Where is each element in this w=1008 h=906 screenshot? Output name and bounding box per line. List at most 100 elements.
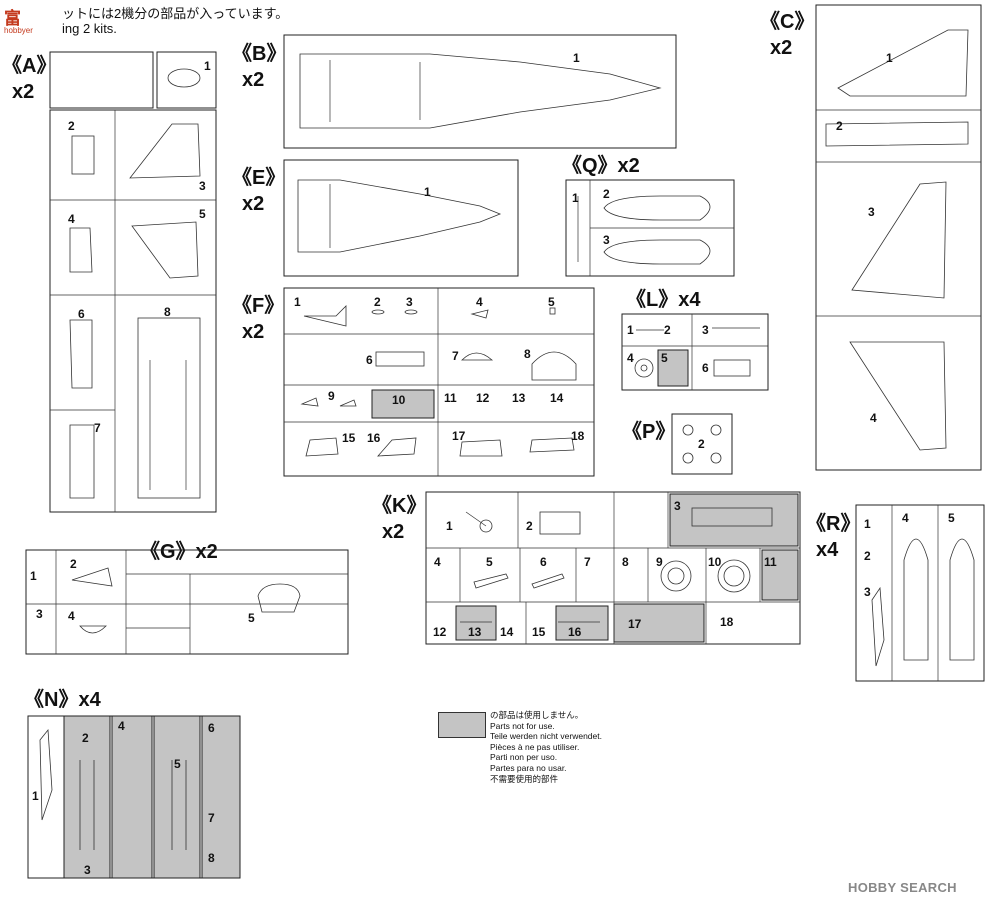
sprue-n-label: 《N》x4 xyxy=(24,688,102,711)
legend-line-es: Partes para no usar. xyxy=(490,762,567,773)
sprue-r-qty: x4 xyxy=(816,539,839,561)
part-a-2: 2 xyxy=(68,119,75,133)
part-l-6: 6 xyxy=(702,361,709,375)
part-k-4: 4 xyxy=(434,555,441,569)
sprue-g: 《G》x2 1 2 3 4 5 xyxy=(25,540,349,655)
part-k-10: 10 xyxy=(708,555,722,569)
legend-line-it: Parti non per uso. xyxy=(490,752,558,763)
part-q-2: 2 xyxy=(603,187,610,201)
sprue-l-label: 《L》x4 xyxy=(626,288,701,311)
part-f-6: 6 xyxy=(366,353,373,367)
part-c-4: 4 xyxy=(870,411,877,425)
part-k-11: 11 xyxy=(764,555,777,569)
part-a-8: 8 xyxy=(164,305,171,319)
sprue-r-label: 《R》 xyxy=(806,512,860,535)
sprue-g-label: 《G》x2 xyxy=(140,540,218,563)
sprue-k: 《K》 x2 1 2 3 4 xyxy=(372,491,801,645)
unused-swatch xyxy=(438,712,486,738)
part-a-3: 3 xyxy=(199,179,206,193)
part-n-8: 8 xyxy=(208,851,215,865)
sprue-a-qty: x2 xyxy=(12,81,34,103)
legend-line-de: Teile werden nicht verwendet. xyxy=(490,731,602,742)
part-q-1: 1 xyxy=(572,191,579,205)
part-l-3: 3 xyxy=(702,323,709,337)
part-f-5: 5 xyxy=(548,295,555,309)
part-k-15: 15 xyxy=(532,625,546,639)
legend-line-fr: Pièces à ne pas utiliser. xyxy=(490,741,580,752)
sprue-b: 《B》 x2 1 xyxy=(232,34,677,149)
part-r-5: 5 xyxy=(948,511,955,525)
part-f-11: 11 xyxy=(444,391,457,405)
part-k-1: 1 xyxy=(446,519,453,533)
part-g-2: 2 xyxy=(70,557,77,571)
part-f-16: 16 xyxy=(367,431,381,445)
header-line-1: ットには2機分の部品が入っています。 xyxy=(62,6,289,21)
part-n-2: 2 xyxy=(82,731,89,745)
sprue-e: 《E》 x2 1 xyxy=(232,159,519,277)
part-r-4: 4 xyxy=(902,511,909,525)
sprue-q: 《Q》x2 1 2 3 xyxy=(562,154,735,277)
part-f-9: 9 xyxy=(328,389,335,403)
part-k-16: 16 xyxy=(568,625,582,639)
part-f-14: 14 xyxy=(550,391,564,405)
sprue-f-label: 《F》 xyxy=(232,294,284,317)
part-f-4: 4 xyxy=(476,295,483,309)
sprue-p: 《P》 2 xyxy=(622,413,733,475)
part-r-3: 3 xyxy=(864,585,871,599)
legend-line-ja: の部品は使用しません。 xyxy=(490,710,584,720)
part-k-9: 9 xyxy=(656,555,663,569)
sprue-b-label: 《B》 xyxy=(232,42,286,65)
part-f-17: 17 xyxy=(452,429,466,443)
part-r-1: 1 xyxy=(864,517,871,531)
header-note: ットには2機分の部品が入っています。 ing 2 kits. xyxy=(22,6,288,36)
part-k-12: 12 xyxy=(433,625,447,639)
part-g-3: 3 xyxy=(36,607,43,621)
sprue-b-qty: x2 xyxy=(242,69,264,91)
sprue-n: 《N》x4 1 2 3 4 5 6 7 8 xyxy=(24,688,241,879)
part-k-7: 7 xyxy=(584,555,591,569)
part-g-4: 4 xyxy=(68,609,75,623)
sprue-c-label: 《C》 xyxy=(760,10,814,33)
part-f-18: 18 xyxy=(571,429,585,443)
part-f-12: 12 xyxy=(476,391,490,405)
part-g-1: 1 xyxy=(30,569,37,583)
part-c-2: 2 xyxy=(836,119,843,133)
part-n-4: 4 xyxy=(118,719,125,733)
part-e-1: 1 xyxy=(424,185,431,199)
part-k-8: 8 xyxy=(622,555,629,569)
part-a-5: 5 xyxy=(199,207,206,221)
part-k-5: 5 xyxy=(486,555,493,569)
legend-line-zh: 不需要使用的部件 xyxy=(490,773,559,784)
header-line-2: ing 2 kits. xyxy=(62,21,117,36)
sprue-f: 《F》 x2 1 2 3 4 5 6 7 8 9 10 11 12 13 14 xyxy=(232,287,595,477)
part-f-8: 8 xyxy=(524,347,531,361)
part-l-2: 2 xyxy=(664,323,671,337)
part-k-18: 18 xyxy=(720,615,734,629)
part-l-1: 1 xyxy=(627,323,634,337)
part-f-15: 15 xyxy=(342,431,356,445)
sprue-p-label: 《P》 xyxy=(622,420,675,443)
sprue-a-label: 《A》 xyxy=(2,54,56,77)
sprue-c: 《C》 x2 1 2 3 4 xyxy=(760,4,982,471)
sprue-l: 《L》x4 1 2 3 4 5 6 xyxy=(621,288,769,391)
part-k-2: 2 xyxy=(526,519,533,533)
part-n-5: 5 xyxy=(174,757,181,771)
part-a-1: 1 xyxy=(204,59,211,73)
sprue-c-qty: x2 xyxy=(770,37,792,59)
part-a-4: 4 xyxy=(68,212,75,226)
hobby-search-watermark: HOBBY SEARCH xyxy=(848,880,957,895)
sprue-f-qty: x2 xyxy=(242,321,264,343)
part-a-7: 7 xyxy=(94,421,101,435)
part-k-17: 17 xyxy=(628,617,642,631)
part-c-3: 3 xyxy=(868,205,875,219)
part-b-1: 1 xyxy=(573,51,580,65)
part-f-7: 7 xyxy=(452,349,459,363)
sprue-a: 《A》 x2 1 2 3 4 5 6 7 8 xyxy=(2,51,217,513)
part-l-4: 4 xyxy=(627,351,634,365)
part-k-3: 3 xyxy=(674,499,681,513)
part-n-6: 6 xyxy=(208,721,215,735)
part-a-6: 6 xyxy=(78,307,85,321)
part-k-6: 6 xyxy=(540,555,547,569)
